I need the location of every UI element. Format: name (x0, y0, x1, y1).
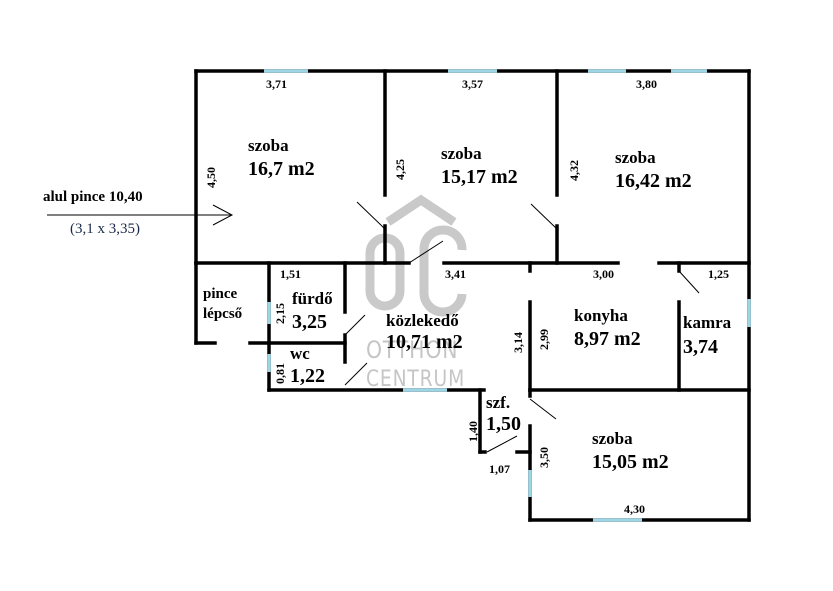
room-wc-name: wc (290, 344, 310, 363)
room-szoba4-name: szoba (592, 429, 633, 448)
watermark-otthon: OTTHON (366, 336, 459, 364)
room-konyha-name: konyha (574, 306, 628, 325)
dim-wc-depth: 0,81 (273, 363, 287, 384)
dim-konyha-depth: 2,99 (537, 329, 551, 350)
dim-konyha-width: 3,00 (593, 267, 614, 281)
room-szoba1-area: 16,7 m2 (248, 158, 315, 180)
room-pince-name2: lépcső (203, 306, 243, 322)
dim-szoba3-width: 3,80 (636, 77, 657, 91)
door-corridor (408, 240, 444, 264)
room-szoba2-area: 15,17 m2 (441, 166, 518, 188)
room-szoba3-area: 16,42 m2 (615, 170, 692, 192)
room-furdo-area: 3,25 (292, 311, 327, 333)
basement-arrow-head-icon (212, 204, 234, 226)
room-szoba3-name: szoba (615, 148, 656, 167)
door-szoba2 (530, 203, 558, 230)
room-szf-area: 1,50 (486, 413, 521, 435)
basement-note-label: alul pince 10,40 (43, 189, 143, 205)
dim-szoba3-depth: 4,32 (567, 160, 581, 181)
dim-szf-depth: 1,40 (466, 421, 480, 442)
door-furdo (344, 314, 366, 336)
room-kamra-name: kamra (683, 313, 732, 332)
room-pince-name: pince (203, 286, 238, 302)
dim-kozlekedo-width: 3,41 (445, 267, 466, 281)
door-szf (486, 435, 518, 453)
room-furdo-name: fürdő (292, 289, 333, 308)
dim-szoba4-depth: 3,50 (537, 447, 551, 468)
dim-kozlekedo-depth: 3,14 (511, 332, 525, 353)
room-szoba1-name: szoba (248, 136, 289, 155)
room-konyha-area: 8,97 m2 (574, 328, 641, 350)
room-szf-name: szf. (486, 393, 511, 412)
dim-szoba2-depth: 4,25 (393, 159, 407, 180)
dim-szoba1-width: 3,71 (266, 77, 287, 91)
room-szoba4-area: 15,05 m2 (592, 451, 669, 473)
room-wc-area: 1,22 (290, 365, 325, 387)
dim-furdo-width: 1,51 (280, 267, 301, 281)
dim-szoba1-depth: 4,50 (204, 167, 218, 188)
door-kamra (678, 270, 700, 294)
dim-szoba2-width: 3,57 (462, 77, 483, 91)
dim-furdo-depth: 2,15 (273, 303, 287, 324)
basement-note-size: (3,1 x 3,35) (70, 221, 140, 237)
watermark-centrum: CENTRUM (366, 367, 466, 392)
room-kozlekedo-name: közlekedő (386, 311, 459, 330)
dim-kamra-width: 1,25 (708, 267, 729, 281)
room-szoba2-name: szoba (441, 144, 482, 163)
dim-szf-width: 1,07 (489, 462, 510, 476)
room-kozlekedo-area: 10,71 m2 (386, 331, 463, 353)
room-kamra-area: 3,74 (683, 336, 718, 358)
door-wc (344, 362, 368, 386)
door-szoba1 (356, 201, 386, 230)
door-szoba4 (529, 398, 557, 420)
dim-szoba4-width: 4,30 (624, 502, 645, 516)
